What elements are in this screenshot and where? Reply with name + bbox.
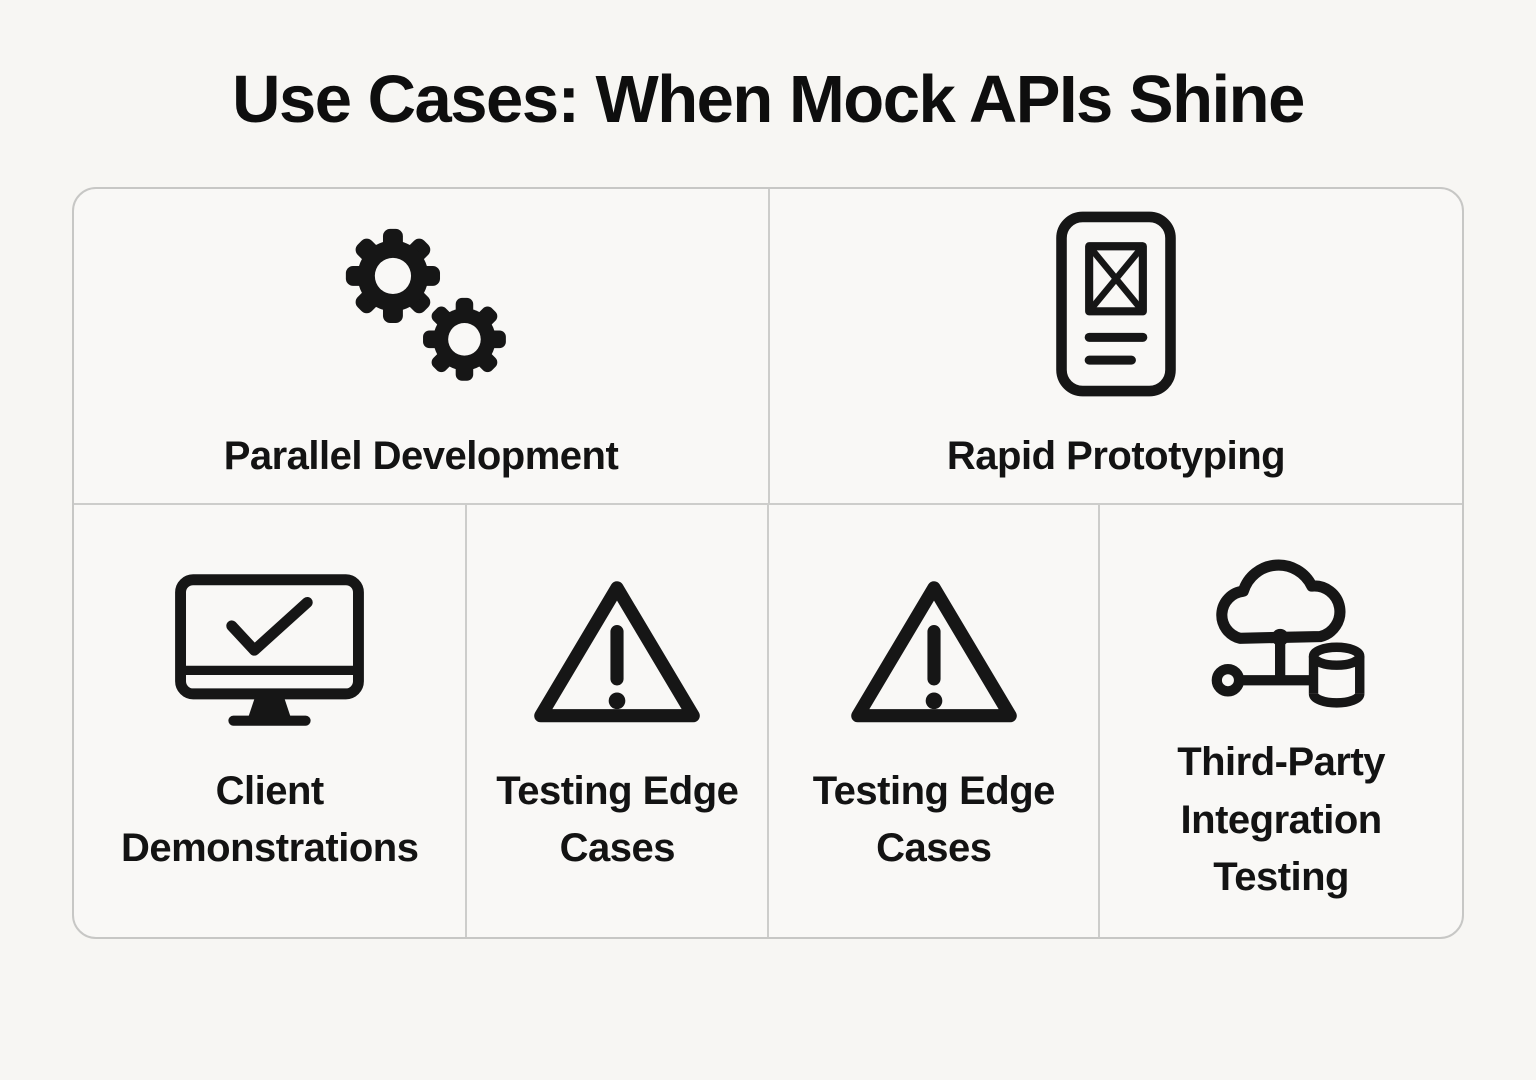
cell-label-rapid-prototyping: Rapid Prototyping [946, 433, 1286, 478]
top-row: Parallel Development Rapid Prototyping [74, 189, 1462, 504]
cell-testing-edge-cases-2: Testing Edge Cases [767, 505, 1098, 938]
cell-label-parallel-development: Parallel Development [223, 433, 619, 478]
monitor-check-icon [173, 565, 366, 743]
cell-label-third-party-integration-testing: Third-Party Integration Testing [1177, 740, 1386, 899]
cell-parallel-development: Parallel Development [74, 189, 768, 503]
cell-label-client-demonstrations: Client Demonstrations [120, 768, 419, 871]
cell-label-testing-edge-cases-1: Testing Edge Cases [496, 768, 739, 871]
cell-third-party-integration-testing: Third-Party Integration Testing [1098, 505, 1462, 938]
cell-label-testing-edge-cases-2: Testing Edge Cases [812, 768, 1056, 871]
cell-testing-edge-cases-1: Testing Edge Cases [465, 505, 767, 938]
cell-rapid-prototyping: Rapid Prototyping [768, 189, 1462, 504]
cloud-database-icon [1191, 536, 1371, 714]
warning-triangle-icon [525, 565, 709, 743]
page-title: Use Cases: When Mock APIs Shine [232, 62, 1305, 137]
phone-wireframe-icon [1055, 208, 1177, 400]
cell-client-demonstrations: Client Demonstrations [74, 505, 465, 937]
warning-triangle-icon [842, 565, 1026, 743]
gears-icon [315, 208, 527, 400]
use-cases-card: Parallel Development Rapid Prototyping [72, 187, 1464, 940]
bottom-row: Client Demonstrations Testing Edge Cases [74, 503, 1462, 938]
